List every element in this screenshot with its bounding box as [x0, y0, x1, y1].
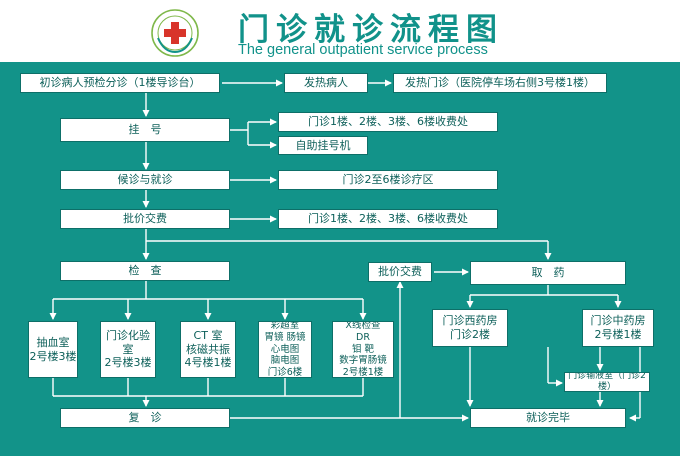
wait-step: 候诊与就诊: [60, 170, 230, 190]
page-subtitle: The general outpatient service process: [238, 42, 488, 58]
tcm-pharmacy-box: 门诊中药房 2号楼1楼: [582, 309, 654, 347]
header: 门诊就诊流程图 The general outpatient service p…: [0, 0, 680, 62]
revisit-step: 复 诊: [60, 408, 230, 428]
fever-patient-box: 发热病人: [284, 73, 368, 93]
visit-complete-step: 就诊完毕: [470, 408, 626, 428]
exam-step: 检 查: [60, 261, 230, 281]
pay-step: 批价交费: [60, 209, 230, 229]
pay-window-box: 门诊1楼、2楼、3楼、6楼收费处: [278, 209, 498, 229]
hospital-logo-icon: [151, 9, 199, 57]
triage-step: 初诊病人预检分诊（1楼导诊台）: [20, 73, 220, 93]
blood-draw-room: 抽血室 2号楼3楼: [28, 321, 78, 378]
page-title: 门诊就诊流程图: [238, 12, 504, 48]
ct-mri-room: CT 室 核磁共振 4号楼1楼: [180, 321, 236, 378]
infusion-room-box: 门诊输液室（门诊2楼）: [564, 372, 650, 392]
flow-connectors: [49, 79, 641, 422]
western-pharmacy-box: 门诊西药房 门诊2楼: [432, 309, 508, 347]
flowchart-panel: 初诊病人预检分诊（1楼导诊台） 发热病人 发热门诊（医院停车场右侧3号楼1楼） …: [0, 62, 680, 456]
register-window-box: 门诊1楼、2楼、3楼、6楼收费处: [278, 112, 498, 132]
fever-clinic-box: 发热门诊（医院停车场右侧3号楼1楼）: [393, 73, 607, 93]
self-register-box: 自助挂号机: [278, 136, 368, 155]
pickup-medicine-step: 取 药: [470, 261, 626, 285]
pay-again-box: 批价交费: [368, 262, 432, 282]
register-step: 挂 号: [60, 118, 230, 142]
lab-room: 门诊化验室 2号楼3楼: [100, 321, 156, 378]
ultrasound-room: 彩超室 胃镜 肠镜 心电图 脑电图 门诊6楼: [258, 321, 312, 378]
wait-area-box: 门诊2至6楼诊疗区: [278, 170, 498, 190]
xray-room: X线检查 DR 钼 靶 数字胃肠镜 2号楼1楼: [332, 321, 394, 378]
